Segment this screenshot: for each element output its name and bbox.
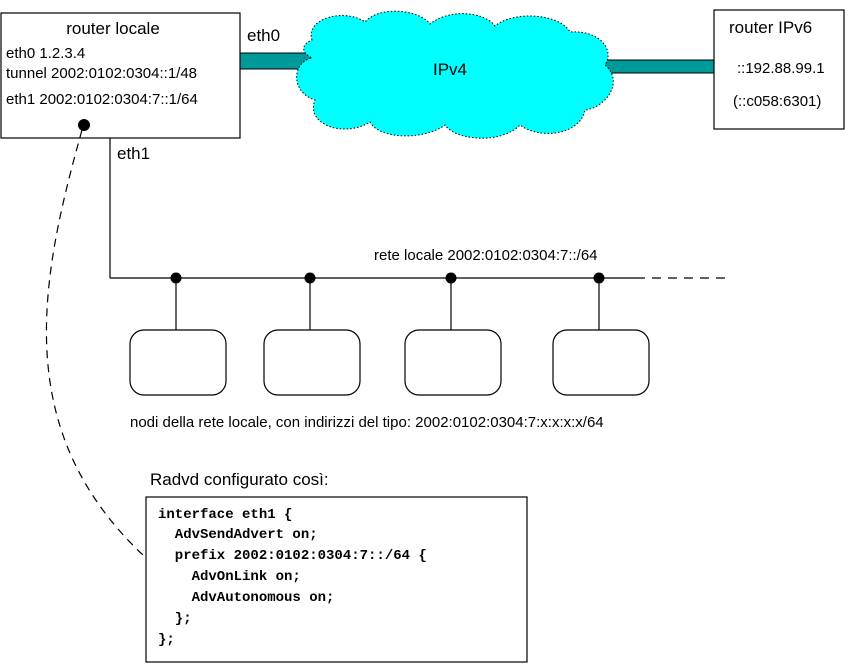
lan-node [404, 329, 502, 396]
node-junction-dot [304, 272, 316, 284]
eth1-config-dot [78, 119, 90, 131]
lan-label: rete locale 2002:0102:0304:7::/64 [374, 247, 598, 264]
config-leader-line [45, 129, 145, 557]
ipv6-router-title: router IPv6 [729, 18, 812, 37]
local-router-eth1: eth1 2002:0102:0304:7::1/64 [6, 91, 198, 108]
radvd-config-line: AdvAutonomous on; [158, 590, 334, 606]
local-router-title: router locale [66, 19, 160, 38]
lan-node [129, 329, 227, 396]
local-router-eth0: eth0 1.2.3.4 [6, 45, 85, 62]
radvd-config-box [145, 496, 528, 663]
eth1-label: eth1 [117, 144, 150, 163]
ipv6-router-box [713, 9, 845, 130]
node-junction-dot [593, 272, 605, 284]
ipv4-cloud [296, 10, 614, 139]
link-cloud-to-ipv6-router [601, 59, 715, 74]
local-router-box [0, 12, 241, 139]
radvd-config-line: }; [158, 611, 192, 627]
radvd-caption: Radvd configurato così: [150, 470, 329, 489]
ipv6-router-address: ::192.88.99.1 [737, 60, 825, 77]
lan-node [552, 329, 650, 396]
ipv6-router-hex-address: (::c058:6301) [733, 93, 821, 110]
radvd-config-code: interface eth1 { AdvSendAdvert on; prefi… [158, 507, 427, 648]
local-router-tunnel: tunnel 2002:0102:0304::1/48 [6, 65, 197, 82]
radvd-config-line: interface eth1 { [158, 507, 292, 523]
eth0-label: eth0 [247, 26, 280, 45]
radvd-config-line: AdvOnLink on; [158, 569, 301, 585]
radvd-config-line: AdvSendAdvert on; [158, 527, 318, 543]
radvd-config-line: }; [158, 632, 175, 648]
node-junction-dot [170, 272, 182, 284]
radvd-config-line: prefix 2002:0102:0304:7::/64 { [158, 548, 427, 564]
lan-nodes-caption: nodi della rete locale, con indirizzi de… [130, 414, 604, 431]
ipv4-cloud-label: IPv4 [433, 60, 467, 79]
lan-node [263, 329, 361, 396]
node-junction-dot [445, 272, 457, 284]
